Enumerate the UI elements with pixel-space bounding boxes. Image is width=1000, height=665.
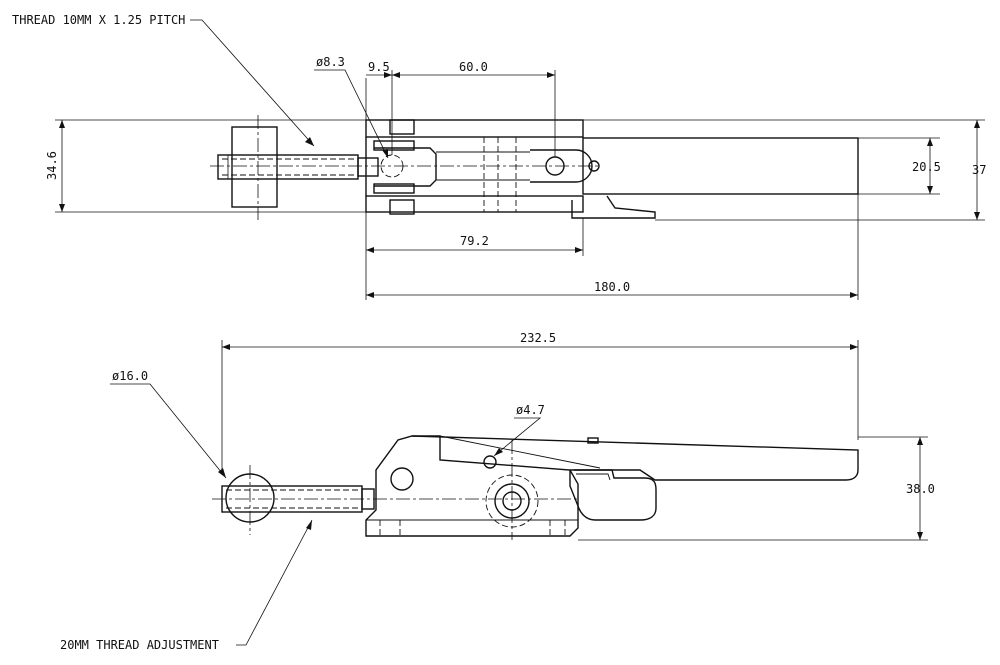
dim-20-5: 20.5 bbox=[912, 160, 941, 174]
dim-79-2: 79.2 bbox=[460, 234, 489, 248]
trigger bbox=[569, 469, 657, 521]
top-view: THREAD 10MM X 1.25 PITCH ø8.3 9.5 60.0 3… bbox=[12, 13, 986, 300]
pivot-hole-side bbox=[390, 467, 414, 491]
side-view: 232.5 ø16.0 ø4.7 bbox=[60, 331, 935, 652]
hole-diameter-side: ø4.7 bbox=[516, 403, 545, 417]
dim-180: 180.0 bbox=[594, 280, 630, 294]
adjustment-note: 20MM THREAD ADJUSTMENT bbox=[60, 638, 219, 652]
small-hole-side bbox=[483, 455, 497, 469]
ball-diameter: ø16.0 bbox=[112, 369, 148, 383]
base-lower bbox=[365, 195, 584, 213]
dim-9-5: 9.5 bbox=[368, 60, 390, 74]
t-handle-top bbox=[231, 126, 278, 208]
dim-38: 38.0 bbox=[906, 482, 935, 496]
trigger-tab bbox=[571, 195, 656, 219]
thread-note: THREAD 10MM X 1.25 PITCH bbox=[12, 13, 185, 27]
hole-diameter-top: ø8.3 bbox=[316, 55, 345, 69]
handle-top bbox=[582, 137, 859, 195]
dim-34-6: 34.6 bbox=[45, 151, 59, 180]
clevis bbox=[374, 147, 437, 187]
base-side bbox=[365, 435, 579, 537]
dim-37: 37 bbox=[972, 163, 986, 177]
dim-232-5: 232.5 bbox=[520, 331, 556, 345]
handle-lever bbox=[411, 435, 859, 481]
dim-60: 60.0 bbox=[459, 60, 488, 74]
base-upper bbox=[365, 119, 584, 138]
